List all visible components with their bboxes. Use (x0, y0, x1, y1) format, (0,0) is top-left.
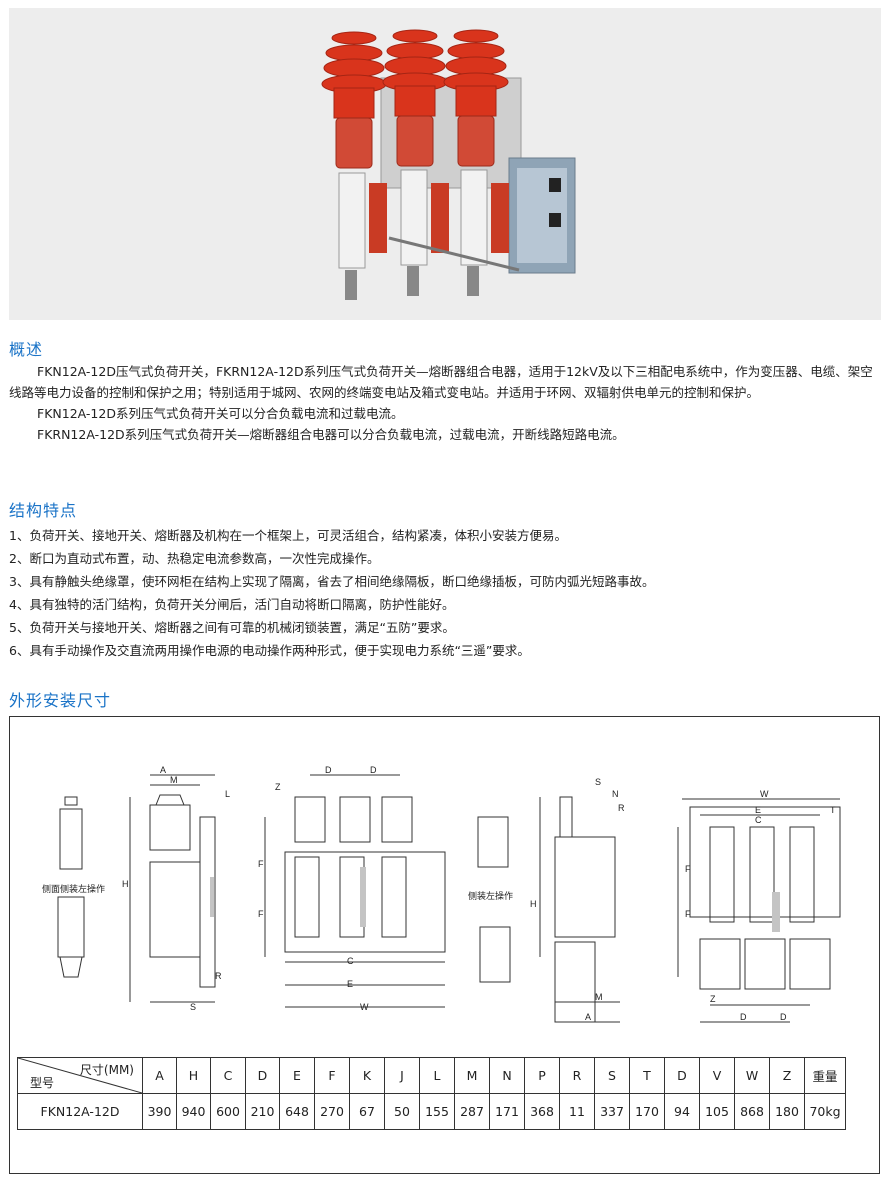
svg-text:A: A (585, 1012, 591, 1022)
svg-text:R: R (215, 971, 222, 981)
value-cell: 70kg (804, 1093, 846, 1130)
dimension-drawing: A M H L S R D D Z C E W F F S N R H M A … (42, 765, 841, 1023)
header-cell: F (314, 1057, 350, 1094)
value-cell: 210 (245, 1093, 280, 1130)
header-cell: A (142, 1057, 177, 1094)
header-cell: T (629, 1057, 665, 1094)
svg-text:F: F (258, 859, 264, 869)
svg-text:S: S (595, 777, 601, 787)
header-cell: 重量 (804, 1057, 846, 1094)
svg-text:D: D (780, 1012, 787, 1022)
value-cell: 67 (349, 1093, 385, 1130)
value-cell: 940 (176, 1093, 211, 1130)
svg-text:W: W (760, 789, 769, 799)
corner-bottom-label: 型号 (30, 1076, 55, 1090)
product-photo (9, 8, 881, 320)
header-cell: L (419, 1057, 455, 1094)
svg-text:H: H (122, 879, 129, 889)
value-cell: 94 (664, 1093, 700, 1130)
header-cell: R (559, 1057, 595, 1094)
svg-text:L: L (225, 789, 230, 799)
value-cell: 170 (629, 1093, 665, 1130)
header-cell: D (664, 1057, 700, 1094)
svg-text:E: E (755, 805, 761, 815)
dimensions-title: 外形安装尺寸 (9, 691, 112, 710)
overview-title: 概述 (9, 340, 44, 359)
svg-text:D: D (325, 765, 332, 775)
value-cell: 50 (384, 1093, 420, 1130)
label-left-op-side: 侧面侧装左操作 (42, 883, 105, 894)
header-cell: H (176, 1057, 211, 1094)
value-cell: 868 (734, 1093, 770, 1130)
load-switch-illustration (321, 29, 576, 300)
value-cell: 390 (142, 1093, 177, 1130)
features-title: 结构特点 (9, 501, 78, 520)
features-list: 1、负荷开关、接地开关、熔断器及机构在一个框架上，可灵活组合，结构紧凑，体积小安… (9, 524, 877, 662)
label-left-op: 侧装左操作 (468, 890, 513, 901)
feature-item-6: 6、具有手动操作及交直流两用操作电源的电动操作两种形式，便于实现电力系统“三遥”… (9, 643, 530, 658)
corner-top-label: 尺寸(MM) (79, 1063, 134, 1077)
overview-text: FKN12A-12D压气式负荷开关，FKRN12A-12D系列压气式负荷开关—熔… (9, 361, 877, 445)
value-cell: 171 (489, 1093, 525, 1130)
value-cell: 155 (419, 1093, 455, 1130)
value-cell: 648 (279, 1093, 315, 1130)
dimension-table: 尺寸(MM) 型号 A H C D E F K J L M N P R S T … (17, 1057, 846, 1130)
header-cell: W (734, 1057, 770, 1094)
svg-text:E: E (347, 979, 353, 989)
header-cell: Z (769, 1057, 805, 1094)
svg-text:D: D (740, 1012, 747, 1022)
svg-text:M: M (170, 775, 178, 785)
model-cell: FKN12A-12D (17, 1093, 143, 1130)
value-cell: 105 (699, 1093, 735, 1130)
overview-paragraph-1: FKN12A-12D压气式负荷开关，FKRN12A-12D系列压气式负荷开关—熔… (9, 364, 873, 400)
overview-paragraph-2: FKN12A-12D系列压气式负荷开关可以分合负载电流和过载电流。 (37, 406, 404, 421)
svg-text:A: A (160, 765, 166, 775)
table-header-row: 尺寸(MM) 型号 A H C D E F K J L M N P R S T … (17, 1057, 846, 1094)
value-cell: 368 (524, 1093, 560, 1130)
dimension-drawing-frame: A M H L S R D D Z C E W F F S N R H M A … (9, 716, 880, 1174)
svg-text:F: F (258, 909, 264, 919)
svg-text:C: C (347, 956, 354, 966)
svg-text:T: T (830, 805, 836, 815)
svg-text:F: F (685, 909, 691, 919)
svg-text:M: M (595, 992, 603, 1002)
svg-text:D: D (370, 765, 377, 775)
svg-text:Z: Z (710, 994, 716, 1004)
table-corner-cell: 尺寸(MM) 型号 (17, 1057, 143, 1094)
value-cell: 270 (314, 1093, 350, 1130)
header-cell: M (454, 1057, 490, 1094)
header-cell: S (594, 1057, 630, 1094)
value-cell: 11 (559, 1093, 595, 1130)
header-cell: J (384, 1057, 420, 1094)
header-cell: K (349, 1057, 385, 1094)
value-cell: 337 (594, 1093, 630, 1130)
header-cell: C (210, 1057, 246, 1094)
header-cell: V (699, 1057, 735, 1094)
value-cell: 287 (454, 1093, 490, 1130)
svg-text:C: C (755, 815, 762, 825)
feature-item-2: 2、断口为直动式布置，动、热稳定电流参数高，一次性完成操作。 (9, 551, 380, 566)
svg-text:N: N (612, 789, 619, 799)
header-cell: E (279, 1057, 315, 1094)
feature-item-3: 3、具有静触头绝缘罩，使环网柜在结构上实现了隔离，省去了相间绝缘隔板，断口绝缘插… (9, 574, 655, 589)
overview-paragraph-3: FKRN12A-12D系列压气式负荷开关—熔断器组合电器可以分合负载电流，过载电… (37, 427, 625, 442)
svg-text:F: F (685, 864, 691, 874)
svg-text:S: S (190, 1002, 196, 1012)
feature-item-5: 5、负荷开关与接地开关、熔断器之间有可靠的机械闭锁装置，满足“五防”要求。 (9, 620, 455, 635)
corner-diagonal (18, 1058, 142, 1093)
svg-text:R: R (618, 803, 625, 813)
value-cell: 600 (210, 1093, 246, 1130)
feature-item-4: 4、具有独特的活门结构，负荷开关分闸后，活门自动将断口隔离，防护性能好。 (9, 597, 455, 612)
header-cell: D (245, 1057, 280, 1094)
feature-item-1: 1、负荷开关、接地开关、熔断器及机构在一个框架上，可灵活组合，结构紧凑，体积小安… (9, 528, 567, 543)
svg-text:H: H (530, 899, 537, 909)
svg-text:W: W (360, 1002, 369, 1012)
table-row: FKN12A-12D 390 940 600 210 648 270 67 50… (17, 1093, 846, 1130)
header-cell: N (489, 1057, 525, 1094)
header-cell: P (524, 1057, 560, 1094)
svg-text:Z: Z (275, 782, 281, 792)
value-cell: 180 (769, 1093, 805, 1130)
